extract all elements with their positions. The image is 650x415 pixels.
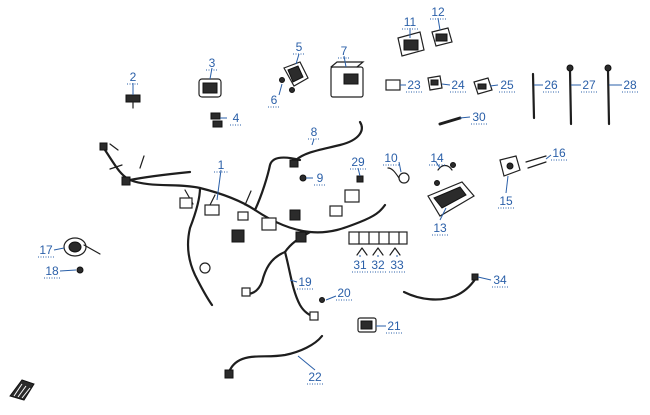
nut[interactable] [299, 174, 307, 182]
sub-harness[interactable] [289, 120, 363, 168]
bracket-screws[interactable] [434, 162, 456, 186]
brand-logo-icon [9, 379, 35, 401]
callout-2[interactable]: 2 [130, 70, 137, 84]
sensor-bracket[interactable] [499, 155, 521, 177]
callout-22[interactable]: 22 [308, 370, 322, 384]
connector-block[interactable] [198, 78, 222, 98]
main-wiring-harness[interactable] [99, 142, 387, 307]
switch-unit-small[interactable] [431, 27, 453, 47]
fuse-box[interactable] [330, 61, 365, 98]
sensor-lead[interactable] [387, 167, 410, 184]
bolt-pair[interactable] [525, 155, 547, 169]
connector-25[interactable] [473, 77, 493, 95]
callout-14[interactable]: 14 [430, 151, 444, 165]
callout-18[interactable]: 18 [45, 264, 59, 278]
callout-9[interactable]: 9 [317, 171, 324, 185]
callout-34[interactable]: 34 [493, 273, 507, 287]
callout-27[interactable]: 27 [582, 78, 596, 92]
callout-3[interactable]: 3 [209, 56, 216, 70]
callout-26[interactable]: 26 [544, 78, 558, 92]
callout-31[interactable]: 31 [353, 258, 367, 272]
rod-27[interactable] [566, 64, 574, 126]
callout-17[interactable]: 17 [39, 243, 53, 257]
control-unit[interactable] [427, 181, 475, 217]
callout-19[interactable]: 19 [298, 275, 312, 289]
horn-nut[interactable] [76, 266, 84, 274]
connector-23[interactable] [385, 79, 401, 91]
screw-pair[interactable] [279, 77, 295, 93]
relay[interactable] [357, 317, 377, 333]
callout-24[interactable]: 24 [451, 78, 465, 92]
connector-29[interactable] [356, 175, 364, 183]
callout-7[interactable]: 7 [341, 44, 348, 58]
callout-25[interactable]: 25 [500, 78, 514, 92]
switch-unit[interactable] [397, 31, 425, 57]
callout-20[interactable]: 20 [337, 286, 351, 300]
callout-8[interactable]: 8 [311, 125, 318, 139]
callout-32[interactable]: 32 [371, 258, 385, 272]
callout-21[interactable]: 21 [387, 319, 401, 333]
callout-5[interactable]: 5 [296, 40, 303, 54]
callout-33[interactable]: 33 [390, 258, 404, 272]
bolt-clip[interactable] [125, 94, 141, 109]
leader-lines [53, 17, 622, 371]
fuse-block[interactable] [348, 231, 408, 256]
relay-module[interactable] [283, 61, 309, 87]
callout-10[interactable]: 10 [384, 151, 398, 165]
connector-24[interactable] [427, 75, 443, 91]
callout-30[interactable]: 30 [472, 110, 486, 124]
harness-extension[interactable] [224, 334, 324, 379]
callout-1[interactable]: 1 [218, 158, 225, 172]
clip-pair[interactable] [210, 112, 223, 128]
callout-23[interactable]: 23 [407, 78, 421, 92]
horn[interactable] [63, 237, 101, 257]
cable-34[interactable] [402, 273, 479, 301]
strap[interactable] [438, 116, 462, 126]
rod-28[interactable] [604, 64, 612, 126]
callout-28[interactable]: 28 [623, 78, 637, 92]
callout-labels: 1 2 3 4 5 6 7 8 9 10 11 12 13 14 15 16 1… [38, 5, 638, 385]
rod-26[interactable] [531, 72, 536, 120]
callout-6[interactable]: 6 [271, 93, 278, 107]
callout-13[interactable]: 13 [433, 221, 447, 235]
callout-29[interactable]: 29 [351, 155, 365, 169]
callout-12[interactable]: 12 [431, 5, 445, 19]
callout-4[interactable]: 4 [233, 111, 240, 125]
harness-branch[interactable] [241, 250, 319, 321]
callout-15[interactable]: 15 [499, 194, 513, 208]
small-clip[interactable] [319, 297, 325, 303]
callout-11[interactable]: 11 [404, 15, 417, 29]
callout-16[interactable]: 16 [552, 146, 566, 160]
